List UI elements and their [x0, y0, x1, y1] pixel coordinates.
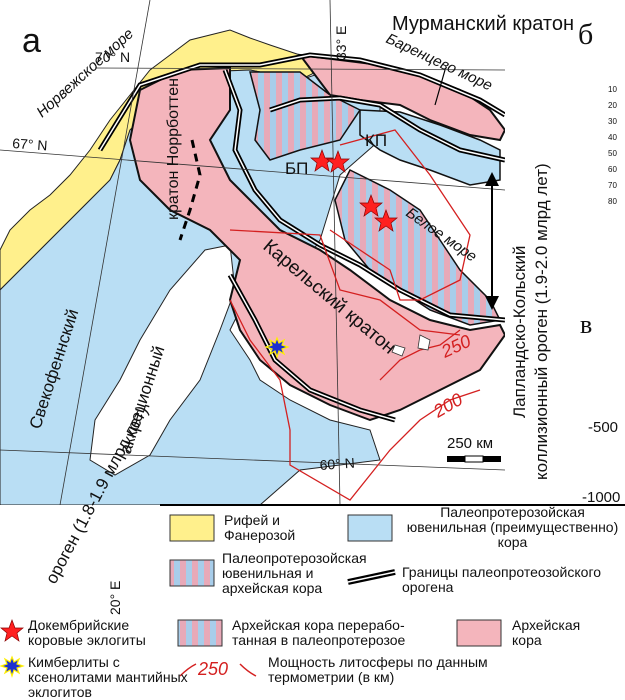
side-tick: 80 — [608, 197, 617, 206]
land-white-patch — [89, 244, 236, 476]
legend-text-mixed: Палеопротерозойская ювенильная и архейск… — [222, 550, 367, 596]
panel-label-a: а — [22, 22, 41, 60]
lon-33-label: 33° E — [333, 26, 349, 60]
legend-swatch-phanerozoic — [169, 514, 215, 542]
panel-label-c: в — [580, 310, 592, 339]
orogen-boundary-1-inner — [99, 54, 505, 151]
label-lapland-1: Лапландско-Кольский — [510, 246, 529, 418]
label-kp: КП — [365, 131, 387, 150]
lon-20-line — [59, 0, 151, 505]
scale-seg-3 — [483, 456, 501, 462]
lake — [417, 334, 431, 351]
side-y-500: -500 — [588, 419, 618, 436]
eclogite-stars — [310, 149, 398, 232]
side-tick: 60 — [608, 165, 617, 174]
side-y-1000: -1000 — [582, 489, 620, 506]
legend-swatch-reworked — [177, 619, 223, 647]
legend-text-phanerozoic: Рифей и Фанерозой — [224, 512, 296, 543]
legend-text-thickness: Мощность литосферы по данным термометрии… — [268, 654, 488, 685]
side-tick: 10 — [608, 85, 617, 94]
orogen-boundary-3-inner — [229, 274, 396, 421]
legend-text-reworked: Архейская кора перерабо­танная в палеопр… — [232, 617, 406, 648]
isoline-outer — [329, 129, 471, 301]
legend-thickness-line — [239, 663, 257, 677]
legend-thickness-value: 250 — [197, 659, 228, 679]
side-tick: 30 — [608, 117, 617, 126]
orogen-boundary-2-inner — [224, 69, 505, 321]
lat-70-label: 70° N — [95, 49, 130, 65]
lat-60-line — [0, 449, 505, 471]
label-lapland-2: коллизионный ороген (1.9-2.0 млрд лет) — [532, 163, 551, 480]
kp-area — [359, 109, 501, 186]
legend-thickness-line — [179, 663, 197, 677]
eclogite-star-1 — [310, 149, 334, 172]
kimberlite-star — [264, 336, 290, 359]
isoline-inner — [229, 229, 461, 336]
legend-kimberlite-star — [0, 655, 25, 678]
arrow-head-down — [485, 296, 499, 310]
lat-60-label: 60° N — [319, 455, 355, 473]
legend-eclogite-star — [0, 619, 24, 642]
side-panel-ticks: 10 20 30 40 50 60 70 80 — [608, 85, 617, 206]
side-tick: 20 — [608, 101, 617, 110]
isoline-200 — [229, 299, 481, 501]
lake — [391, 344, 406, 357]
murmansk-pointer — [434, 69, 446, 106]
orogen-boundary-4-inner — [269, 97, 505, 161]
scale-seg-1 — [447, 456, 465, 462]
eclogite-star-3 — [359, 194, 383, 217]
label-murmansk: Мурманский кратон — [392, 13, 574, 35]
side-tick: 40 — [608, 133, 617, 142]
side-tick: 50 — [608, 149, 617, 158]
legend-text-boundary: Границы палеопроте­озойского орогена — [402, 564, 602, 595]
legend-text-archean: Архейская кора — [512, 617, 581, 648]
scale-bar — [447, 455, 501, 463]
lon-20-label: 20° E — [107, 581, 123, 615]
graticule — [0, 0, 505, 505]
eclogite-star-2 — [326, 150, 350, 173]
legend-text-kimberlite: Кимберлиты с ксенолитами мантийных эклог… — [28, 654, 188, 700]
scale-seg-2 — [464, 455, 484, 463]
legend-swatch-boundary — [347, 569, 396, 585]
archean-karelian — [128, 66, 505, 422]
thickness-isolines — [229, 129, 481, 501]
lon-33-line — [329, 0, 341, 505]
isoline-250 — [379, 329, 461, 381]
legend-swatch-archean — [456, 619, 502, 647]
kimberlite-star-shape — [264, 336, 290, 359]
map-body — [0, 0, 505, 505]
legend-swatch-mixed — [169, 559, 215, 587]
lat-67-label: 67° N — [12, 135, 48, 153]
legend-boundary-inner — [347, 571, 396, 583]
dashed-boundary — [178, 139, 202, 241]
legend: 250 — [0, 514, 502, 679]
panel-label-b: б — [578, 18, 593, 51]
legend-text-juvenile: Палеопротерозойская ювенильная (преиму­щ… — [406, 504, 619, 550]
side-tick: 70 — [608, 181, 617, 190]
scale-bar-label: 250 км — [447, 435, 493, 452]
legend-swatch-juvenile — [347, 514, 393, 542]
lat-70-line — [94, 67, 505, 71]
eclogite-star-4 — [374, 209, 398, 232]
label-bp: БП — [285, 159, 308, 178]
lat-67-line — [0, 149, 505, 191]
legend-text-eclogite: Докембрийские коровые эклогиты — [28, 617, 146, 648]
label-norrbotten: кратон Норрботтен — [165, 78, 182, 220]
arrow-head-up — [485, 172, 499, 186]
